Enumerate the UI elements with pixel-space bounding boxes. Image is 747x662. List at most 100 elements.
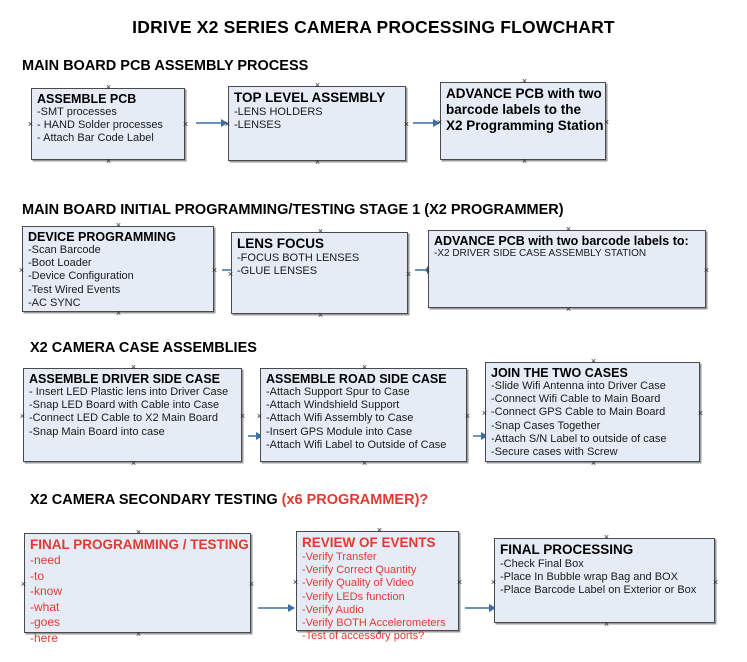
node-assemble-road-side-case[interactable]: ASSEMBLE ROAD SIDE CASE -Attach Support … <box>260 368 467 462</box>
node-line-overflow: -Test of accessory ports? <box>302 630 425 643</box>
connection-point-top <box>376 527 383 534</box>
node-top-level-assembly[interactable]: TOP LEVEL ASSEMBLY -LENS HOLDERS -LENSES <box>228 86 406 161</box>
node-line: - Insert LED Plastic lens into Driver Ca… <box>29 386 229 398</box>
node-line: -FOCUS BOTH LENSES <box>237 252 360 264</box>
node-line: -what <box>30 599 60 614</box>
connection-point-right <box>403 121 410 128</box>
node-lens-focus[interactable]: LENS FOCUS -FOCUS BOTH LENSES -GLUE LENS… <box>231 232 408 314</box>
connection-point-right <box>703 267 710 274</box>
connection-point-top <box>130 364 137 371</box>
node-review-of-events[interactable]: REVIEW OF EVENTS -Verify Transfer -Verif… <box>296 531 459 642</box>
node-line: -goes <box>30 615 61 629</box>
node-line: -Verify LEDs function <box>302 590 405 603</box>
connection-point-top <box>314 82 321 89</box>
node-line: -Attach Windshield Support <box>266 399 400 412</box>
connection-point-top <box>565 226 572 233</box>
node-title: REVIEW OF EVENTS <box>302 535 436 550</box>
node-line: -Attach Support Spur to Case <box>266 386 410 398</box>
section-header-x2-camera-secondary-testing: X2 CAMERA SECONDARY TESTING (x6 PROGRAMM… <box>30 492 428 508</box>
node-title: JOIN THE TWO CASES <box>491 366 628 380</box>
connector-road-side-to-join-cases <box>473 432 488 440</box>
connector-driver-side-to-road-side <box>248 432 263 440</box>
node-title-line: barcode labels to the <box>446 102 582 117</box>
connection-point-bottom <box>115 310 122 317</box>
node-line: -Verify Transfer <box>302 551 377 563</box>
node-line: -Verify BOTH Accelerometers <box>302 617 446 630</box>
connector-review-of-events-to-final-processing <box>465 604 496 612</box>
connection-point-right <box>405 271 412 278</box>
connector-final-programming-to-review-of-events <box>258 604 295 612</box>
node-assemble-pcb[interactable]: ASSEMBLE PCB -SMT processes - HAND Solde… <box>31 88 185 160</box>
section-header-text: X2 CAMERA SECONDARY TESTING <box>30 492 282 508</box>
node-line: -Attach Wifi Assembly to Case <box>266 412 414 425</box>
node-line: -Connect Wifi Cable to Main Board <box>491 393 661 406</box>
section-header-x2-camera-case-assemblies: X2 CAMERA CASE ASSEMBLIES <box>30 340 257 356</box>
section-header-main-board-pcb-assembly-process: MAIN BOARD PCB ASSEMBLY PROCESS <box>22 58 308 74</box>
connection-point-left <box>18 267 25 274</box>
node-title-line: ADVANCE PCB with two <box>446 86 602 101</box>
node-title: FINAL PROGRAMMING / TESTING <box>30 537 249 552</box>
node-advance-pcb-x2-programming-station[interactable]: ADVANCE PCB with two barcode labels to t… <box>440 82 606 160</box>
connection-point-left <box>27 121 34 128</box>
connection-point-right <box>182 121 189 128</box>
connection-point-top <box>361 364 368 371</box>
connection-point-left <box>20 581 27 588</box>
node-title: ASSEMBLE PCB <box>37 92 137 106</box>
connection-point-right <box>464 413 471 420</box>
node-title: FINAL PROCESSING <box>500 542 634 557</box>
connection-point-right <box>712 579 719 586</box>
connection-point-left <box>436 119 443 126</box>
node-title: LENS FOCUS <box>237 236 325 251</box>
connection-point-top <box>521 78 528 85</box>
node-join-the-two-cases[interactable]: JOIN THE TWO CASES -Slide Wifi Antenna i… <box>485 362 700 462</box>
section-header-text: MAIN BOARD PCB ASSEMBLY PROCESS <box>22 58 309 74</box>
connection-point-left <box>481 410 488 417</box>
node-advance-pcb-driver-side-case-assembly[interactable]: ADVANCE PCB with two barcode labels to: … <box>428 230 706 308</box>
connection-point-bottom <box>565 306 572 313</box>
node-line: -AC SYNC <box>28 296 81 309</box>
node-line: -X2 DRIVER SIDE CASE ASSEMBLY STATION <box>434 248 647 259</box>
connection-point-top <box>135 529 142 536</box>
connection-point-bottom <box>314 159 321 166</box>
connection-point-left <box>292 579 299 586</box>
node-line: -Verify Audio <box>302 603 364 616</box>
connection-point-left <box>256 413 263 420</box>
node-assemble-driver-side-case[interactable]: ASSEMBLE DRIVER SIDE CASE - Insert LED P… <box>23 368 242 462</box>
node-title: ADVANCE PCB with two barcode labels to: <box>434 234 689 248</box>
connection-point-bottom <box>376 629 383 636</box>
node-line: -LENS HOLDERS <box>234 106 323 118</box>
connection-point-bottom <box>105 158 112 165</box>
node-line: -here <box>30 630 59 645</box>
node-line: -Slide Wifi Antenna into Driver Case <box>491 380 666 392</box>
node-line: -SMT processes <box>37 106 117 118</box>
connection-point-left <box>490 579 497 586</box>
connection-point-right <box>603 119 610 126</box>
node-line: -Insert GPS Module into Case <box>266 425 413 438</box>
connection-point-left <box>19 413 26 420</box>
node-line: -Snap Main Board into case <box>29 425 165 438</box>
node-title-line: X2 Programming Station <box>446 118 604 133</box>
node-device-programming[interactable]: DEVICE PROGRAMMING -Scan Barcode -Boot L… <box>22 226 214 312</box>
connection-point-left <box>224 121 231 128</box>
connection-point-bottom <box>317 312 324 319</box>
page-title: IDRIVE X2 SERIES CAMERA PROCESSING FLOWC… <box>132 17 615 37</box>
node-line: -Verify Correct Quantity <box>302 564 417 577</box>
node-line: -Snap Cases Together <box>491 419 601 432</box>
node-line: -Attach S/N Label to outside of case <box>491 432 667 445</box>
node-final-processing[interactable]: FINAL PROCESSING -Check Final Box -Place… <box>494 538 715 623</box>
node-title: ASSEMBLE DRIVER SIDE CASE <box>29 372 221 386</box>
connection-point-bottom <box>590 460 597 467</box>
connection-point-left <box>227 271 234 278</box>
node-line: -know <box>30 584 63 598</box>
node-line: - HAND Solder processes <box>37 119 163 132</box>
section-header-text: X2 CAMERA CASE ASSEMBLIES <box>30 340 257 356</box>
node-final-programming-testing[interactable]: FINAL PROGRAMMING / TESTING -need -to -k… <box>24 533 251 645</box>
node-line: -Verify Quality of Video <box>302 577 414 590</box>
node-line: -Device Configuration <box>28 270 134 283</box>
node-line: -Test Wired Events <box>28 283 121 296</box>
node-line: -Connect LED Cable to X2 Main Board <box>29 412 218 425</box>
connector-assemble-pcb-to-top-level-assembly <box>196 119 228 127</box>
node-line: -Secure cases with Screw <box>491 446 618 459</box>
node-line: -Place Barcode Label on Exterior or Box <box>500 584 697 597</box>
node-line: -Snap LED Board with Cable into Case <box>29 399 220 412</box>
